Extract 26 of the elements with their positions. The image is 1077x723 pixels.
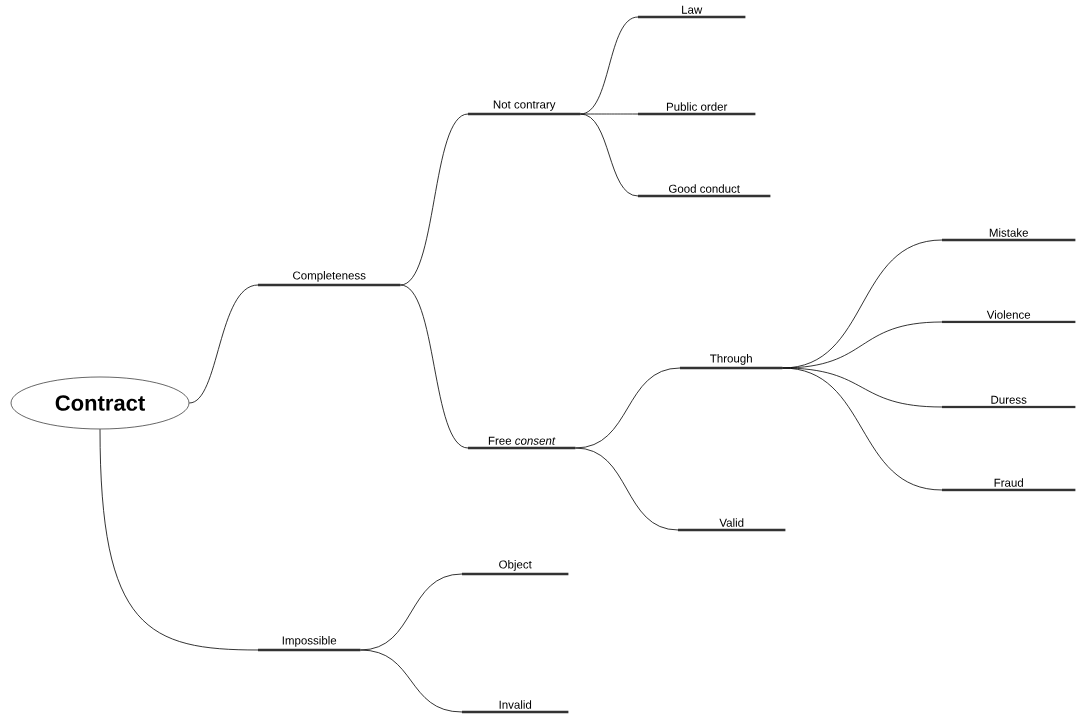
underlined-label: Law (638, 5, 746, 19)
underlined-label: Fraud (942, 478, 1076, 492)
ellipse-node: Contract (10, 376, 190, 430)
underlined-label: Object (462, 560, 569, 576)
underlined-label: Good conduct (638, 184, 771, 198)
underlined-label: Mistake (942, 228, 1076, 242)
connector-line (360, 649, 463, 713)
underlined-label: Completeness (258, 271, 401, 287)
connector-line (99, 428, 259, 651)
connector-line (782, 367, 943, 491)
connector-line (188, 284, 259, 404)
underlined-label: Public order (638, 102, 756, 116)
underlined-label: Duress (942, 395, 1076, 409)
underlined-label: Not contrary (468, 100, 581, 116)
underlined-label: Invalid (462, 700, 569, 714)
underlined-label: Valid (678, 518, 786, 532)
connector-line (400, 284, 469, 449)
underlined-label: Through (680, 354, 783, 370)
underlined-label: Free consent (468, 436, 576, 450)
connector-line (400, 113, 469, 286)
underlined-label: Violence (942, 310, 1076, 324)
connector-line (360, 573, 463, 651)
underlined-label: Impossible (258, 636, 361, 652)
connector-line (575, 447, 679, 531)
connector-line (580, 113, 639, 115)
connector-line (580, 113, 639, 197)
